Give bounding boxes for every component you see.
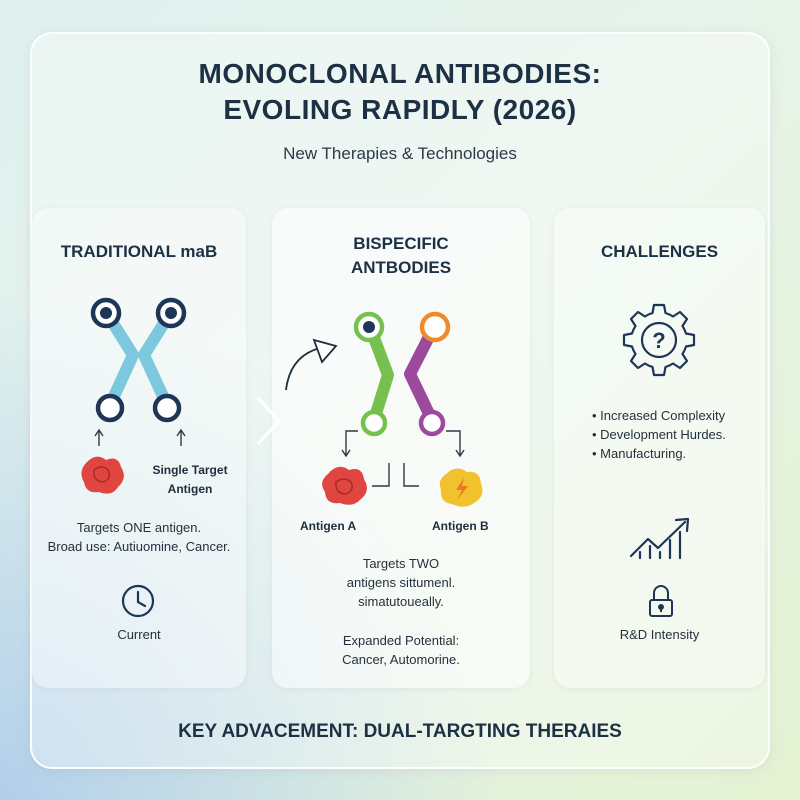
- single-target-label-line2: Antigen: [167, 482, 213, 496]
- traditional-desc-line1: Targets ONE antigen.: [76, 520, 202, 535]
- antigen-a-icon: [322, 466, 367, 505]
- current-label: Current: [117, 627, 161, 642]
- traditional-card: TRADITIONAL maB Single Target Antigen Ta…: [32, 208, 246, 688]
- traditional-antibody-icon: [90, 297, 187, 423]
- bispecific-heading-line1: BISPECIFIC: [353, 234, 449, 253]
- page-subtitle: New Therapies & Technologies: [283, 144, 517, 163]
- challenge-text-1: Development Hurdes.: [600, 427, 726, 442]
- challenge-item: • Development Hurdes.: [592, 427, 726, 442]
- challenge-text-0: Increased Complexity: [600, 408, 726, 423]
- traditional-description: Targets ONE antigen. Broad use: Autiuomi…: [32, 518, 246, 556]
- up-arrow-icon: [94, 428, 186, 446]
- rd-intensity-label: R&D Intensity: [619, 627, 700, 642]
- traditional-desc-line2: Broad use: Autiuomine, Cancer.: [47, 539, 231, 554]
- bispecific-heading-line2: ANTBODIES: [350, 258, 452, 277]
- bispecific-potential-line2: Cancer, Automorine.: [342, 652, 460, 667]
- clock-icon: [121, 584, 155, 618]
- bispecific-desc-line3: simatutoueally.: [358, 594, 444, 609]
- challenge-text-2: Manufacturing.: [600, 446, 687, 461]
- footer-banner: KEY ADVACEMENT: DUAL-TARGTING THERAIES: [178, 721, 622, 742]
- bispecific-antibody-icon: [353, 311, 451, 437]
- connector-lines-icon: [341, 430, 465, 487]
- antigen-a-label: Antigen A: [300, 519, 357, 533]
- bispecific-potential-line1: Expanded Potential:: [342, 633, 460, 648]
- challenge-item: • Increased Complexity: [592, 408, 726, 423]
- page-title-line2: EVOLING RAPIDLY (2026): [223, 94, 577, 125]
- challenges-list: • Increased Complexity • Development Hur…: [592, 406, 726, 463]
- bispecific-description: Targets TWO antigens sittumenl. simatuto…: [272, 554, 530, 611]
- traditional-heading: TRADITIONAL maB: [60, 242, 218, 261]
- chevron-right-icon: [256, 396, 282, 446]
- gear-question-icon: ?: [622, 303, 696, 377]
- antigen-b-label: Antigen B: [432, 519, 489, 533]
- single-target-label: Single Target Antigen: [150, 461, 230, 499]
- page-title-line1: MONOCLONAL ANTIBODIES:: [198, 58, 602, 89]
- challenge-item: • Manufacturing.: [592, 446, 687, 461]
- curved-arrow-icon: [285, 338, 338, 391]
- antigen-b-icon: [439, 468, 483, 507]
- bispecific-desc-line1: Targets TWO: [362, 556, 440, 571]
- bispecific-desc-line2: antigens sittumenl.: [346, 575, 456, 590]
- challenges-heading: CHALLENGES: [600, 242, 719, 261]
- bispecific-heading: BISPECIFIC ANTBODIES: [272, 232, 530, 280]
- bispecific-potential: Expanded Potential: Cancer, Automorine.: [272, 631, 530, 669]
- antigen-blob-icon: [81, 456, 124, 494]
- rising-chart-icon: [629, 517, 690, 560]
- single-target-label-line1: Single Target: [152, 463, 228, 477]
- svg-text:?: ?: [652, 328, 665, 353]
- bispecific-card: BISPECIFIC ANTBODIES Antigen A Antigen B…: [272, 208, 530, 688]
- lock-icon: [649, 585, 673, 617]
